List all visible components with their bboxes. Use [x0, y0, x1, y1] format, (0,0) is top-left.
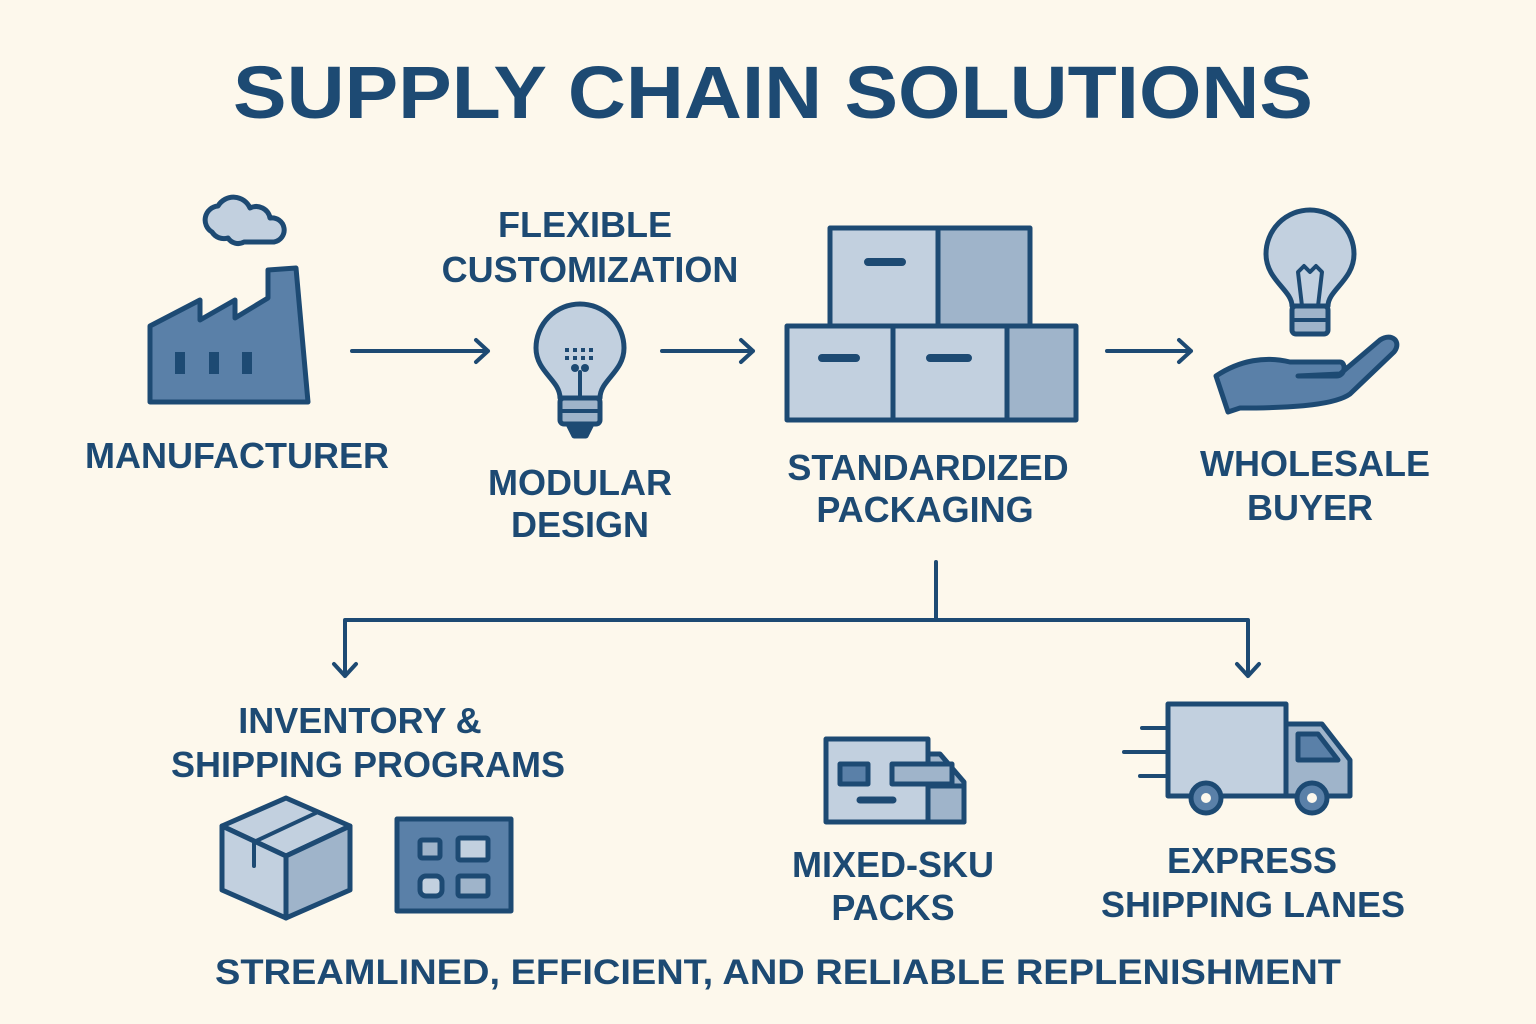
manufacturer-label: MANUFACTURER [85, 435, 389, 476]
express-label-2: SHIPPING LANES [1101, 884, 1405, 925]
page-title: SUPPLY CHAIN SOLUTIONS [233, 51, 1313, 134]
inventory-label-2: SHIPPING PROGRAMS [171, 744, 565, 785]
modular-design-label-1: MODULAR [488, 462, 672, 503]
standardized-packaging-label-1: STANDARDIZED [787, 447, 1068, 488]
mixed-pack-icon [823, 736, 967, 825]
delivery-truck-icon [1122, 701, 1353, 816]
mixed-sku-label-1: MIXED-SKU [792, 844, 994, 885]
stacked-boxes-icon [784, 225, 1079, 423]
factory-icon [147, 194, 311, 405]
wholesale-buyer-label-2: BUYER [1247, 487, 1373, 528]
arrow-icon [660, 338, 755, 364]
branch-connector [332, 560, 1261, 678]
inventory-panel-icon [394, 816, 514, 914]
express-label-1: EXPRESS [1167, 840, 1337, 881]
footer-tagline: STREAMLINED, EFFICIENT, AND RELIABLE REP… [215, 953, 1341, 992]
flexible-customization-label-2: CUSTOMIZATION [442, 249, 739, 290]
flexible-customization-label-1: FLEXIBLE [498, 204, 672, 245]
hand-lightbulb-icon [1213, 207, 1400, 415]
arrow-icon [1105, 338, 1193, 364]
mixed-sku-label-2: PACKS [831, 887, 954, 928]
modular-design-label-2: DESIGN [511, 504, 649, 545]
arrow-icon [350, 338, 490, 364]
standardized-packaging-label-2: PACKAGING [816, 489, 1033, 530]
inventory-label-1: INVENTORY & [238, 700, 481, 741]
box-icon [219, 795, 353, 921]
lightbulb-icon [533, 301, 627, 439]
wholesale-buyer-label-1: WHOLESALE [1200, 443, 1430, 484]
